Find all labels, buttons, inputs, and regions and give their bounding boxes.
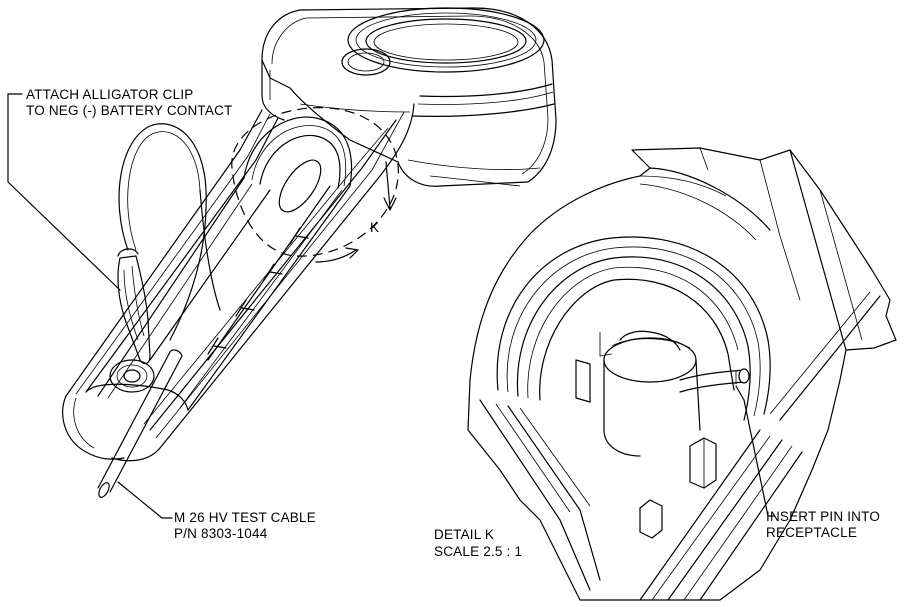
alligator-callout-line1: ATTACH ALLIGATOR CLIP bbox=[26, 87, 194, 102]
cable-leader-line bbox=[117, 481, 173, 519]
alligator-leader-line bbox=[7, 93, 121, 291]
pin-callout-line1: INSERT PIN INTO bbox=[766, 509, 880, 524]
pin-callout-line2: RECEPTACLE bbox=[766, 525, 857, 540]
cable-callout-line1: M 26 HV TEST CABLE bbox=[174, 510, 316, 525]
detail-scale: SCALE 2.5 : 1 bbox=[434, 544, 522, 559]
tester-handle-head bbox=[261, 7, 557, 187]
detail-title: DETAIL K bbox=[434, 527, 494, 542]
detail-k-marker: K bbox=[370, 220, 379, 235]
detail-k-view bbox=[467, 147, 897, 601]
tester-main-view bbox=[62, 7, 557, 498]
detail-k-arrow-curve bbox=[315, 247, 359, 263]
alligator-clip bbox=[117, 248, 151, 365]
detail-k-boundary bbox=[231, 107, 399, 257]
pin-leader-line bbox=[735, 385, 775, 517]
hv-test-cable bbox=[97, 123, 221, 498]
cable-callout-line2: P/N 8303-1044 bbox=[174, 526, 268, 541]
detail-k-arrow-down bbox=[383, 161, 397, 211]
alligator-callout-line2: TO NEG (-) BATTERY CONTACT bbox=[26, 103, 232, 118]
battery-compartment bbox=[62, 103, 415, 462]
